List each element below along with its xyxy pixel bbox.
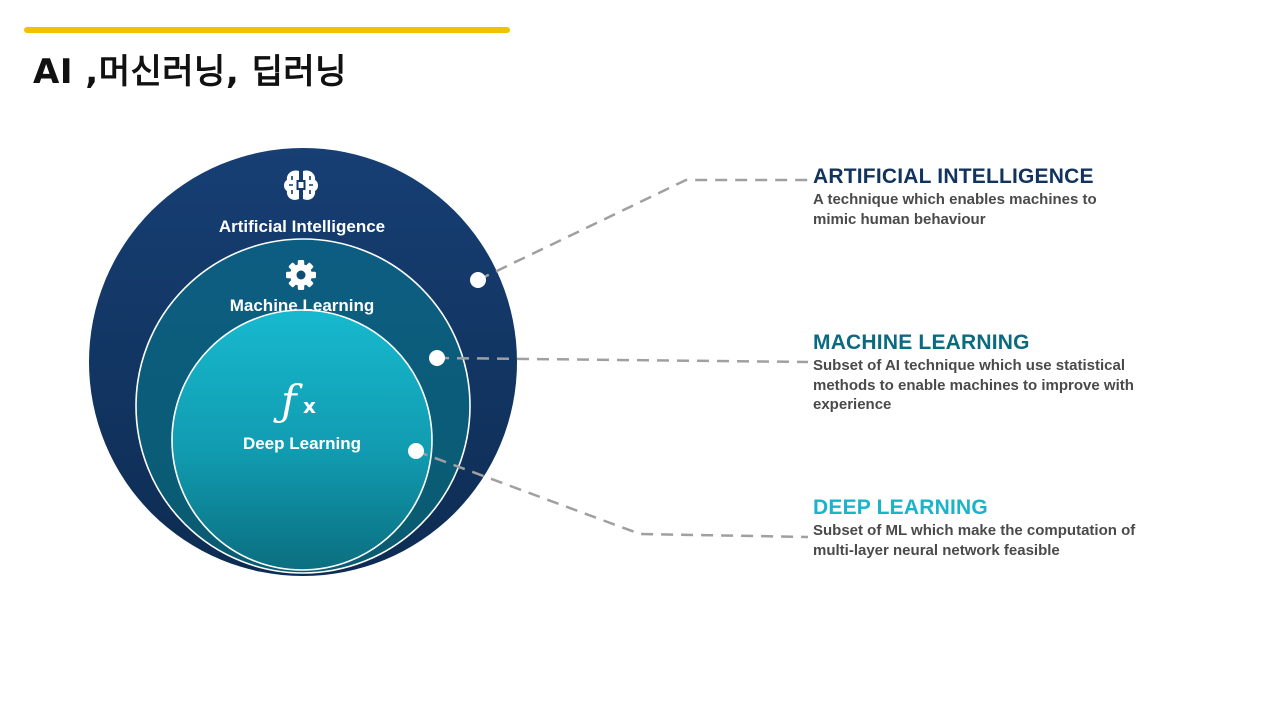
ai-connector-line: [477, 178, 808, 282]
dl-description-heading: DEEP LEARNING: [813, 496, 988, 519]
ml-description: MACHINE LEARNING Subset of AI technique …: [813, 331, 1143, 415]
ml-description-body: Subset of AI technique which use statist…: [813, 357, 1134, 413]
title-accent-bar: [24, 27, 510, 33]
dl-circle-label: Deep Learning: [243, 434, 361, 453]
ml-connector-dot: [429, 350, 445, 366]
dl-connector-line: [415, 449, 809, 539]
svg-text:x: x: [303, 394, 316, 418]
ml-description-heading: MACHINE LEARNING: [813, 331, 1030, 354]
ai-circle-label: Artificial Intelligence: [219, 217, 385, 236]
ai-description: ARTIFICIAL INTELLIGENCE A technique whic…: [813, 165, 1143, 229]
dl-connector-dot: [408, 443, 424, 459]
ml-connector-line: [436, 356, 809, 364]
dl-description-body: Subset of ML which make the computation …: [813, 522, 1136, 559]
ai-description-body: A technique which enables machines to mi…: [813, 191, 1097, 228]
dl-circle: [171, 309, 433, 571]
ml-circle-label: Machine Learning: [230, 296, 375, 315]
dl-description: DEEP LEARNING Subset of ML which make th…: [813, 496, 1143, 560]
ai-description-heading: ARTIFICIAL INTELLIGENCE: [813, 165, 1094, 188]
brain-chip-icon: [284, 170, 318, 200]
ai-connector-dot: [470, 272, 486, 288]
gear-icon: [286, 260, 316, 290]
page-title: AI ,머신러닝, 딥러닝: [33, 52, 347, 92]
